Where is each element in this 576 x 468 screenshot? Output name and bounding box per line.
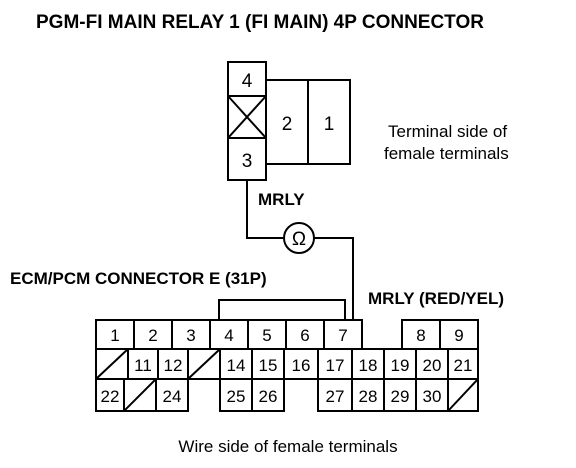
ohmmeter-symbol: Ω <box>292 229 306 250</box>
ecm-row1-dividers <box>133 320 441 349</box>
relay-connector: 4 3 2 1 <box>227 61 351 181</box>
ecm-connector-title: ECM/PCM CONNECTOR E (31P) <box>10 269 267 288</box>
ecm-pin-23-blank-slash <box>123 378 157 412</box>
ecm-row3-dividers <box>123 379 449 411</box>
ecm-pin-20: 20 <box>423 356 442 375</box>
ecm-pin-14: 14 <box>227 356 246 375</box>
ecm-pin-28: 28 <box>359 387 378 406</box>
ecm-pin-16: 16 <box>292 356 311 375</box>
ecm-pin-11: 11 <box>134 356 152 375</box>
ecm-pin-8: 8 <box>416 326 425 345</box>
ecm-pin-9: 9 <box>454 326 463 345</box>
relay-pin-4-label: 4 <box>242 71 253 92</box>
ecm-pin-7: 7 <box>338 326 347 345</box>
relay-side-label-line1: Terminal side of <box>388 122 507 141</box>
relay-side-label-line2: female terminals <box>384 144 509 163</box>
ecm-pin-3: 3 <box>186 326 195 345</box>
wire-relay-to-ohmmeter <box>246 180 284 239</box>
ecm-connector-lock-tab <box>218 299 346 320</box>
ecm-pin-25: 25 <box>227 387 246 406</box>
ecm-pin-22: 22 <box>101 387 120 406</box>
diagram-title: PGM-FI MAIN RELAY 1 (FI MAIN) 4P CONNECT… <box>36 12 484 33</box>
ecm-pin-10-blank-slash <box>95 348 129 380</box>
wire-label-mrly-color: MRLY (RED/YEL) <box>368 289 504 308</box>
relay-pin-3-label: 3 <box>242 151 253 172</box>
wire-label-mrly: MRLY <box>258 190 305 209</box>
ecm-pin-27: 27 <box>326 387 345 406</box>
ecm-side-label: Wire side of female terminals <box>178 437 397 456</box>
ecm-connector: 1 2 3 4 5 6 7 8 9 11 12 14 15 16 17 <box>95 299 479 412</box>
relay-pin-1-label: 1 <box>324 114 335 135</box>
ecm-row1-left-frame <box>95 319 363 350</box>
ecm-pin-30: 30 <box>423 387 442 406</box>
ecm-pin-1: 1 <box>110 326 119 345</box>
ecm-pin-2: 2 <box>148 326 157 345</box>
wire-ohmmeter-to-ecm <box>314 237 354 320</box>
relay-pin-2-label: 2 <box>282 114 293 135</box>
relay-pin-3-cell <box>227 137 267 181</box>
ecm-pin-19: 19 <box>391 356 410 375</box>
ecm-pin-26: 26 <box>259 387 278 406</box>
ecm-pin-4: 4 <box>224 326 233 345</box>
ecm-pin-17: 17 <box>326 356 345 375</box>
ecm-pin-15: 15 <box>259 356 278 375</box>
ecm-pin-21: 21 <box>454 356 473 375</box>
ecm-pin-5: 5 <box>262 326 271 345</box>
ecm-pin-12: 12 <box>164 356 183 375</box>
ecm-pin-29: 29 <box>391 387 410 406</box>
ecm-pin-31-blank-slash <box>447 378 479 412</box>
ecm-pin-18: 18 <box>359 356 378 375</box>
ecm-pin-6: 6 <box>300 326 309 345</box>
ecm-row2-frame <box>95 348 479 380</box>
relay-blank-cross-b <box>227 95 267 139</box>
ecm-pin-24: 24 <box>163 387 182 406</box>
ecm-row2-dividers <box>127 349 449 379</box>
ecm-row3-left-frame <box>95 378 189 412</box>
ecm-row3-right-frame <box>317 378 479 412</box>
ecm-pin-13-blank-slash <box>187 348 221 380</box>
